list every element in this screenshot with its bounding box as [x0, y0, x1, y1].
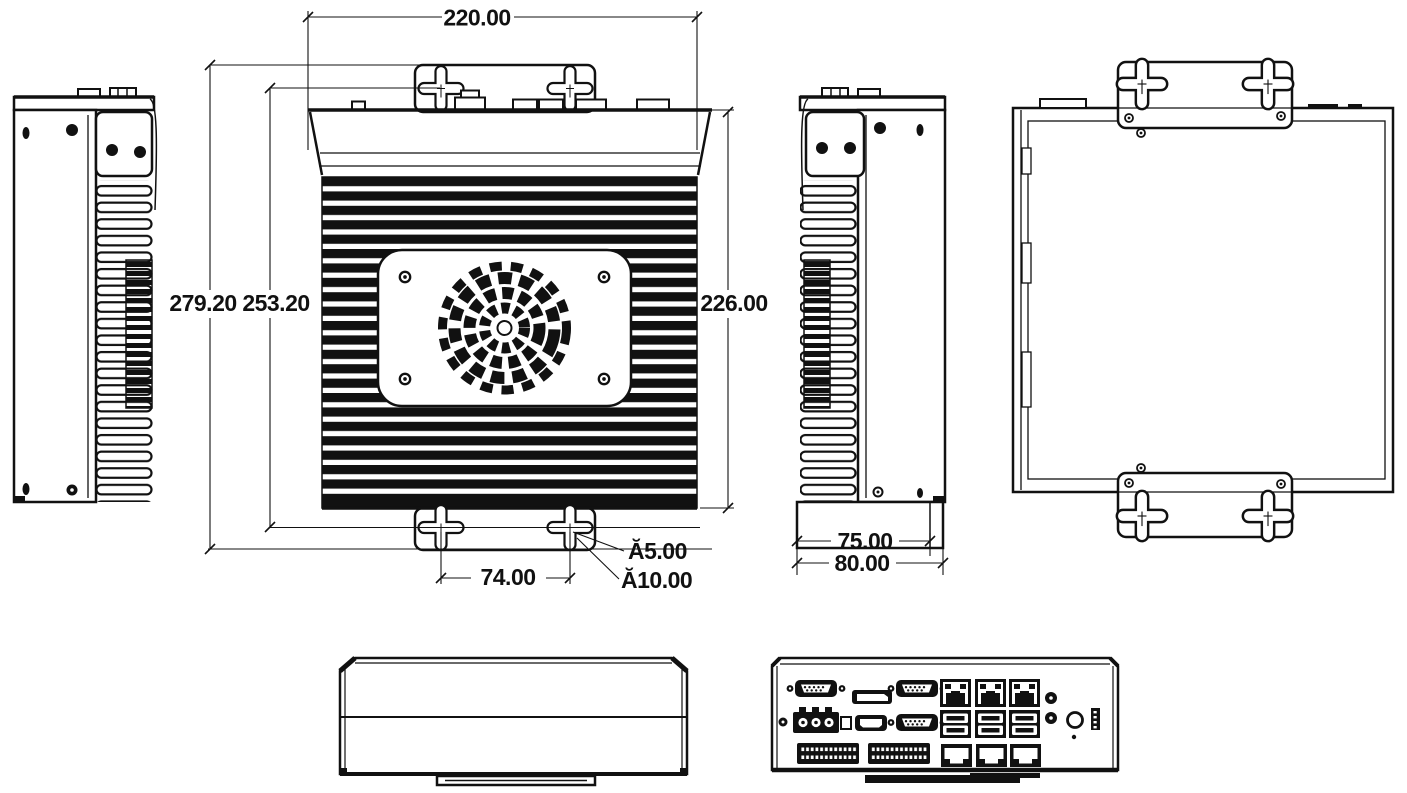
left-side-view — [12, 87, 158, 504]
dim-label-hole-small: Ă5.00 — [628, 537, 687, 564]
power-terminal-block-icon — [793, 707, 839, 733]
top-plate-view — [1011, 57, 1395, 543]
screw-icon — [1276, 479, 1286, 489]
front-panel-view — [338, 656, 689, 787]
dimension-mounting-pitch-height: 253.20 — [242, 82, 700, 533]
screw-icon — [597, 270, 611, 284]
bracket-plate-icon — [94, 110, 154, 178]
fan-grille-icon — [438, 261, 571, 395]
screw-icon — [1124, 113, 1134, 123]
phoenix-terminal-icon — [868, 743, 930, 764]
power-led-icon — [1071, 734, 1077, 740]
phoenix-terminal-icon — [797, 743, 859, 764]
dim-label-depth-inner: 75.00 — [837, 528, 892, 554]
dim-label-mounting-hole-pitch: 74.00 — [480, 564, 535, 590]
screw-icon — [398, 270, 412, 284]
callout-hole-diameters: Ă5.00 Ă10.00 — [572, 531, 693, 593]
ethernet-port-icon — [975, 679, 1006, 707]
dim-label-body-height: 226.00 — [700, 290, 767, 316]
dim-label-depth-overall: 80.00 — [834, 550, 889, 576]
screw-icon — [1136, 463, 1146, 473]
fan-shroud-edge-icon — [125, 259, 153, 409]
rear-io-panel-view — [770, 656, 1120, 783]
displayport-icon — [852, 690, 892, 704]
dimension-depth: 75.00 80.00 — [791, 528, 949, 576]
screw-icon — [398, 372, 412, 386]
dim-label-mounting-pitch-height: 253.20 — [242, 290, 309, 316]
usb-ports-icon — [940, 710, 971, 738]
dimension-overall-width: 220.00 — [302, 5, 703, 150]
right-side-view — [795, 87, 947, 550]
ethernet-port-icon — [1010, 744, 1041, 767]
dimension-mounting-hole-pitch: 74.00 — [435, 532, 576, 590]
usb-ports-icon — [1009, 710, 1040, 738]
stand-foot-icon — [865, 775, 1020, 783]
reset-button-icon — [840, 716, 852, 730]
bottom-bracket-edge — [795, 500, 945, 550]
power-button-icon — [1066, 711, 1084, 729]
screw-icon — [1276, 111, 1286, 121]
bracket-plate-icon — [804, 110, 866, 178]
dim-label-hole-large: Ă10.00 — [621, 566, 692, 593]
ethernet-port-icon — [976, 744, 1007, 767]
dim-label-overall-width: 220.00 — [443, 5, 510, 31]
screw-icon — [1124, 478, 1134, 488]
screw-icon — [1136, 128, 1146, 138]
hdmi-port-icon — [855, 715, 887, 731]
front-heatsink-view — [308, 63, 712, 552]
top-connector-icon — [1039, 98, 1087, 109]
ethernet-port-icon — [940, 679, 971, 707]
ethernet-port-icon — [1009, 679, 1040, 707]
usb-ports-icon — [975, 710, 1006, 738]
ethernet-port-icon — [941, 744, 972, 767]
screw-icon — [597, 372, 611, 386]
dim-label-overall-height: 279.20 — [169, 290, 236, 316]
dimension-body-height: 226.00 — [700, 106, 768, 514]
fan-shroud-edge-icon — [803, 259, 831, 409]
dip-switch-icon — [1091, 708, 1100, 730]
dimension-overall-height: 279.20 — [169, 59, 712, 555]
